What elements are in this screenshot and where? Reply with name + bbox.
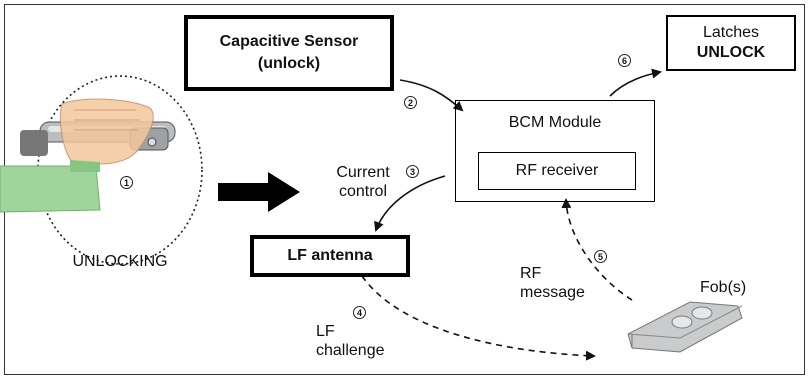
- lf-antenna-box: LF antenna: [250, 235, 410, 277]
- rf-receiver-label: RF receiver: [515, 162, 599, 179]
- current-control-line2: control: [338, 183, 388, 200]
- step-2-marker: 2: [404, 96, 417, 109]
- step-4-marker: 4: [353, 306, 366, 319]
- unlocking-label: UNLOCKING: [72, 253, 168, 270]
- capacitive-sensor-subtitle: (unlock): [257, 55, 321, 72]
- step-3-marker: 3: [406, 165, 419, 178]
- capacitive-sensor-box: Capacitive Sensor (unlock): [184, 15, 394, 91]
- current-control-line1: Current: [336, 164, 390, 181]
- big-arrow: [218, 172, 300, 212]
- step-1-marker: 1: [120, 176, 133, 189]
- bcm-module-box: BCM Module: [455, 100, 655, 202]
- hand-illustration: [0, 98, 154, 213]
- capacitive-sensor-title: Capacitive Sensor: [219, 33, 359, 50]
- lf-antenna-label: LF antenna: [287, 247, 373, 264]
- latches-title: Latches: [702, 24, 760, 41]
- rf-message-label: RF message: [520, 264, 610, 302]
- arrow-lf-to-fob: [361, 275, 596, 361]
- step-6-marker: 6: [618, 54, 631, 67]
- current-control-label: Current control: [318, 163, 408, 201]
- latches-box: Latches UNLOCK: [666, 15, 796, 71]
- fob-illustration: [627, 301, 743, 353]
- rf-message-line2: message: [520, 284, 585, 301]
- arrow-fob-to-rf: [561, 198, 633, 301]
- rf-receiver-box: RF receiver: [478, 152, 636, 190]
- lf-challenge-line1: LF: [316, 323, 335, 340]
- arrow-sensor-to-bcm: [399, 79, 464, 112]
- lf-challenge-line2: challenge: [316, 342, 385, 359]
- bcm-module-label: BCM Module: [508, 114, 602, 131]
- lf-challenge-label: LF challenge: [316, 322, 406, 360]
- step-5-marker: 5: [594, 250, 607, 263]
- fob-label: Fob(s): [700, 279, 747, 296]
- latches-subtitle: UNLOCK: [696, 44, 766, 61]
- arrow-bcm-to-latches: [609, 68, 662, 97]
- rf-message-line1: RF: [520, 265, 542, 282]
- arrow-bcm-to-lf-antenna: [374, 175, 446, 232]
